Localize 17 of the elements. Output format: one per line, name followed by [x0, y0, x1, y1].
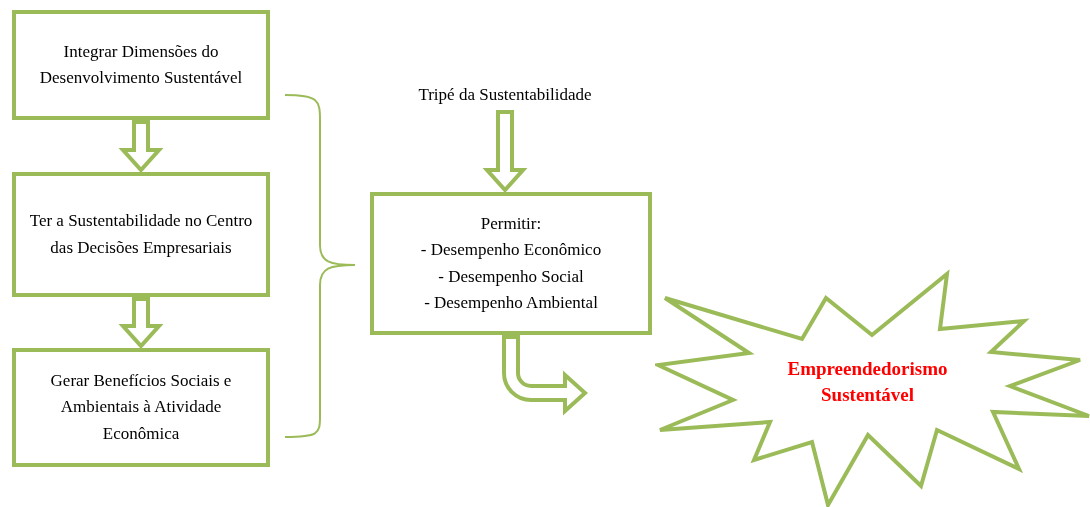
process-box: [12, 10, 270, 120]
starburst-label: Empreendedorismo Sustentável: [786, 357, 949, 407]
box-text: Gerar Benefícios Sociais e Ambientais à Atividade Econômica: [49, 370, 233, 445]
list-item: - Desempenho Ambiental: [424, 291, 598, 314]
block-arrow: [502, 335, 587, 413]
list-item: - Desempenho Econômico: [420, 239, 602, 262]
block-arrow: [118, 120, 164, 173]
block-arrow: [118, 297, 164, 349]
box-text: Ter a Sustentabilidade no Centro das Decisões Empresariais: [28, 210, 254, 259]
process-box: [370, 192, 652, 335]
heading-text: Tripé da Sustentabilidade: [418, 83, 592, 106]
box-text: Integrar Dimensões do Desenvolvimento Sustentável: [38, 40, 244, 89]
block-arrow: [482, 110, 528, 193]
process-box: [12, 172, 270, 297]
process-box: [12, 348, 270, 467]
box-text: Permitir:: [480, 212, 542, 235]
list-item: - Desempenho Social: [438, 265, 584, 288]
